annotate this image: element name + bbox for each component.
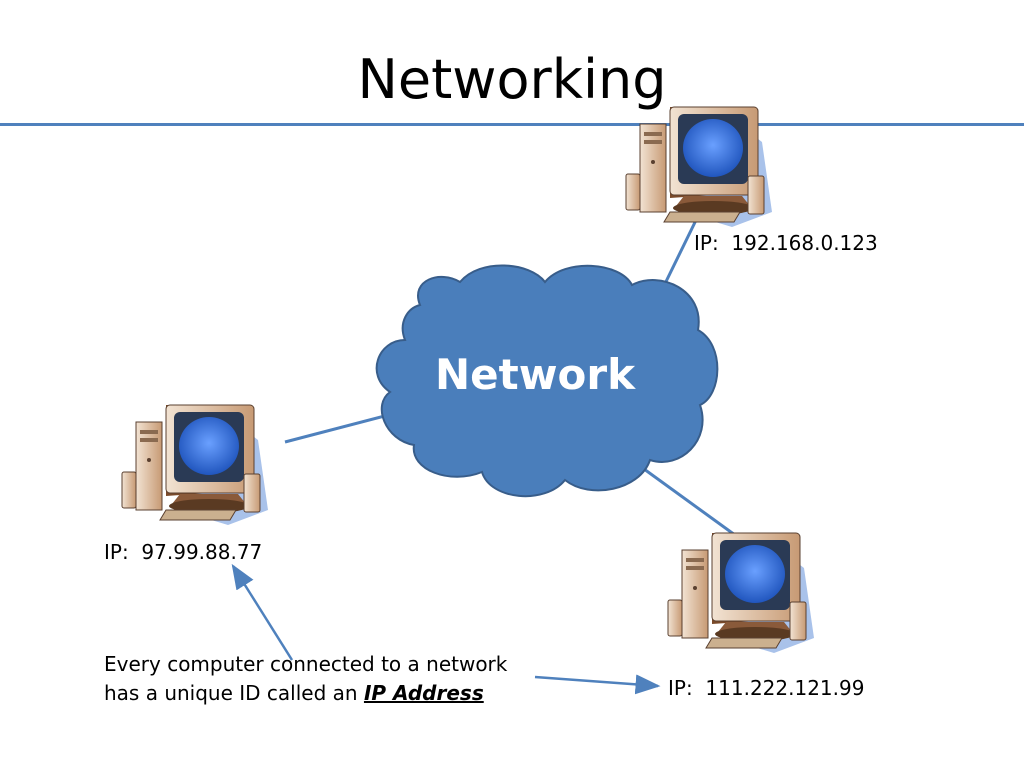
caption-line-1: Every computer connected to a network xyxy=(104,652,508,676)
desktop-computer-icon xyxy=(667,532,815,654)
title-divider xyxy=(0,123,1024,126)
computer-top xyxy=(625,106,773,228)
ip-label-bottom: IP: 111.222.121.99 xyxy=(668,676,865,700)
computer-bottom xyxy=(667,532,815,654)
caption-line-2-text: has a unique ID called an xyxy=(104,681,364,705)
desktop-computer-icon xyxy=(121,404,269,526)
caption: Every computer connected to a network ha… xyxy=(104,650,544,708)
ip-address-term: IP Address xyxy=(363,681,484,705)
cloud-icon xyxy=(375,264,719,498)
ip-label-left: IP: 97.99.88.77 xyxy=(104,540,263,564)
ip-label-top: IP: 192.168.0.123 xyxy=(694,231,878,255)
page-title: Networking xyxy=(357,48,667,111)
computer-left xyxy=(121,404,269,526)
arrow-to-bottom-ip xyxy=(534,674,661,695)
link-left xyxy=(284,410,401,444)
arrow-to-left-ip xyxy=(231,563,294,661)
caption-line-2: has a unique ID called an IP Address xyxy=(104,679,544,708)
cloud-label: Network xyxy=(434,350,635,399)
desktop-computer-icon xyxy=(625,106,773,228)
